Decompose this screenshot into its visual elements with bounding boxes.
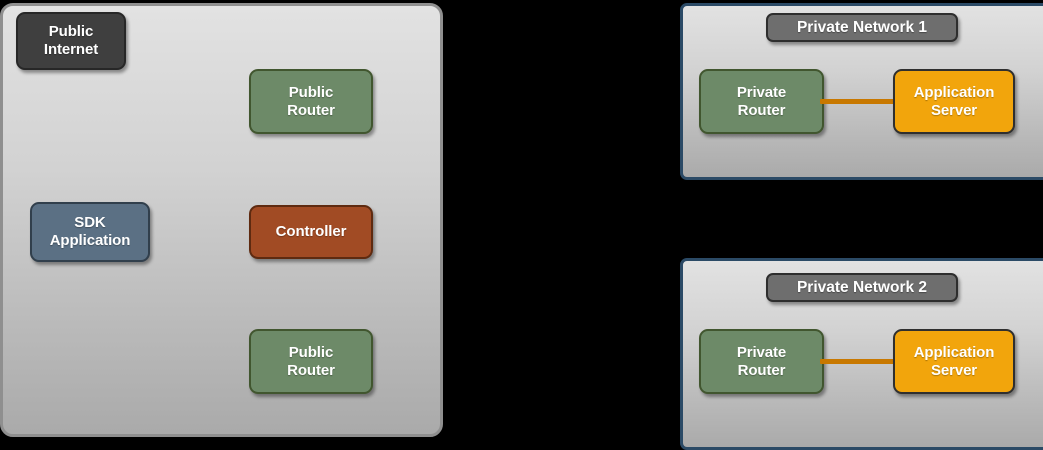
node-public-router-bottom[interactable]: Public Router	[249, 329, 373, 394]
node-application-server-1[interactable]: Application Server	[893, 69, 1015, 134]
link-private-router-1-to-application-server-1	[820, 99, 898, 104]
node-private-router-2[interactable]: Private Router	[699, 329, 824, 394]
node-sdk-application[interactable]: SDK Application	[30, 202, 150, 262]
private-network-1-title: Private Network 1	[766, 13, 958, 42]
private-network-2-title: Private Network 2	[766, 273, 958, 302]
link-private-router-2-to-application-server-2	[820, 359, 898, 364]
node-public-internet[interactable]: Public Internet	[16, 12, 126, 70]
node-controller[interactable]: Controller	[249, 205, 373, 259]
node-public-router-top[interactable]: Public Router	[249, 69, 373, 134]
node-private-router-1[interactable]: Private Router	[699, 69, 824, 134]
node-application-server-2[interactable]: Application Server	[893, 329, 1015, 394]
